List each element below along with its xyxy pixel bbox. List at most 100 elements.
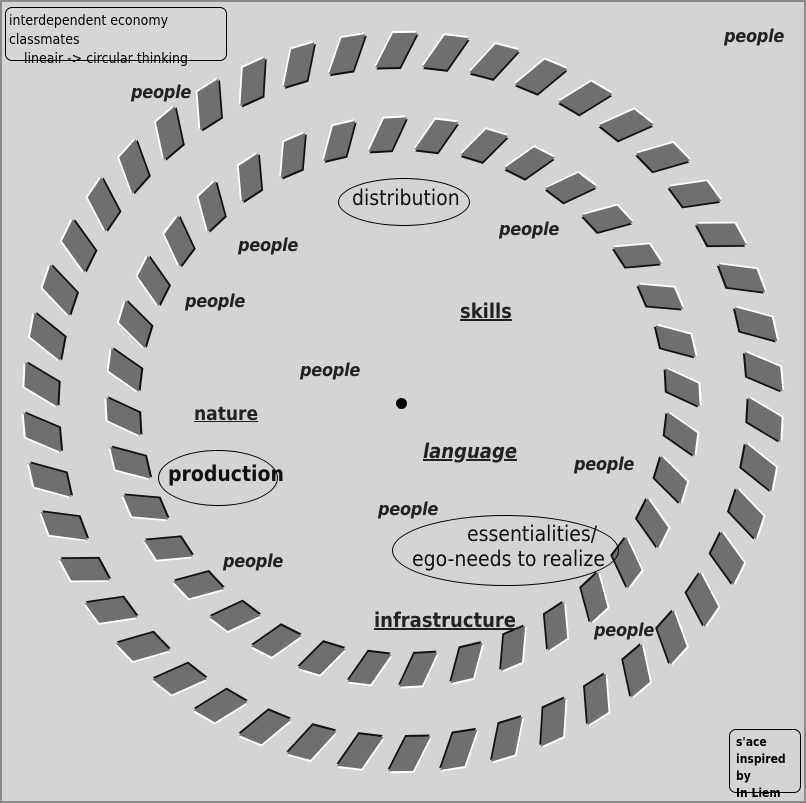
diamond-tile [151,661,208,697]
diamond-face [500,625,526,672]
diamond-face [741,443,776,492]
production-label: production [168,462,284,486]
diamond-tile [162,215,196,268]
diamond-tile [195,77,223,132]
diamond-face [734,307,778,342]
diamond-face [637,498,669,549]
diamond-face [87,177,120,232]
diamond-face [450,642,483,684]
diamond-tile [251,623,302,659]
diamond-tile [193,687,248,725]
diamond-tile [581,203,634,234]
diamond-face [710,531,745,585]
diamond-tile [469,41,520,81]
diamond-tile [716,262,767,294]
diamond-tile [449,641,484,685]
diamond-face [108,348,142,392]
diamond-face [718,264,766,293]
diamond-tile [621,643,653,699]
diamond-face [375,32,418,68]
skills-label: skills [460,299,512,323]
diamond-face [106,397,141,436]
diamond-tile [460,127,509,164]
diamond-face [40,511,88,540]
diamond-face [144,537,193,560]
diamond-face [61,219,96,273]
diamond-tile [504,145,555,181]
diamond-face [155,106,183,160]
people-label: people [131,82,192,103]
diamond-tile [439,727,479,772]
diamond-face [422,35,469,70]
diamond-face [323,120,356,162]
diamond-tile [579,571,610,624]
diamond-face [599,109,654,141]
diamond-tile [558,79,613,117]
diamond-face [238,710,292,745]
diamond-face [612,537,642,589]
diamond-face [744,351,783,392]
diamond-face [337,734,384,769]
diamond-face [283,42,315,88]
infrastructure-label: infrastructure [374,608,516,632]
diamond-face [122,495,169,520]
diamond-tile [583,672,611,727]
diamond-tile [117,138,151,195]
diamond-face [414,119,459,153]
diamond-face [544,602,568,651]
diamond-tile [611,242,664,269]
diamond-face [686,572,719,627]
diamond-face [581,572,608,623]
diamond-tile [142,535,195,562]
diamond-face [696,223,747,246]
nature-label: nature [194,403,259,425]
diamond-tile [490,715,524,764]
diamond-tile [421,33,470,72]
diamond-face [582,205,633,232]
diamond-tile [172,570,225,601]
diamond-face [665,368,700,407]
diamond-face [491,716,523,762]
diamond-tile [286,723,337,763]
diamond-tile [598,107,655,143]
diamond-face [23,412,62,453]
credit-line-2: inspired by [736,752,786,783]
diamond-tile [514,57,568,96]
distribution-oval [338,178,470,226]
diamond-face [613,244,662,267]
diamond-tile [115,630,171,664]
diamond-face [558,81,613,115]
essentialities-label-line-1: essentialities/ [467,522,598,546]
diamond-tile [238,708,292,747]
diamond-tile [742,350,785,393]
diamond-tile [636,282,685,311]
diamond-tile [21,411,64,454]
credit-line-3: In Liem [736,786,781,800]
diamond-face [198,181,225,232]
center-dot [396,398,407,409]
diamond-face [729,488,764,540]
diamond-face [115,632,171,662]
diamond-tile [414,117,459,155]
diamond-tile [684,572,721,628]
diamond-face [668,181,722,207]
diamond-face [399,652,438,687]
diamond-tile [282,40,316,89]
diamond-tile [347,649,392,687]
diamond-face [24,362,59,407]
diamond-tile [27,312,67,362]
diamond-face [655,325,696,357]
credit-box: s'ace inspired by In Liem [729,729,801,800]
diamond-face [42,264,77,316]
diamond-face [584,673,609,726]
diamond-tile [655,609,689,666]
diamond-face [368,117,407,152]
diamond-tile [108,445,153,481]
diamond-tile [116,300,154,349]
diamond-face [504,147,555,179]
diamond-face [193,689,248,723]
distribution-label: distribution [352,186,460,210]
language-label: language [423,439,518,463]
diamond-tile [297,640,346,677]
